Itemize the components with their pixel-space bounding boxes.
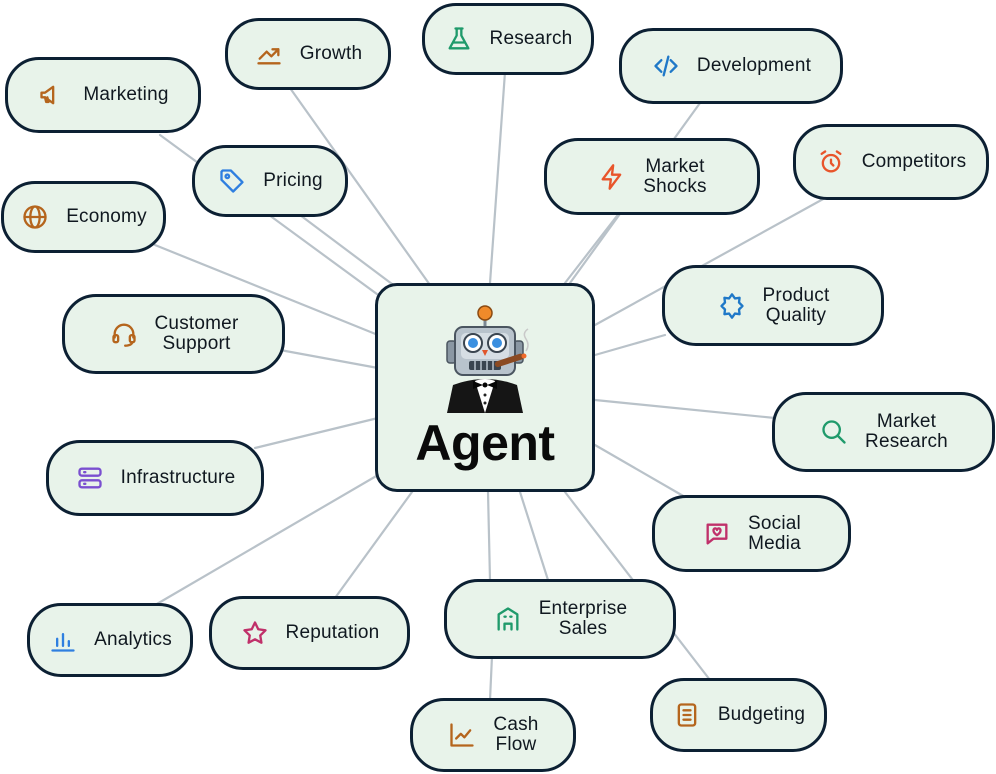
- link-reputation: [333, 490, 414, 600]
- alarm-clock-icon: [816, 147, 846, 177]
- link-research: [488, 70, 507, 285]
- node-marketing[interactable]: Marketing: [5, 57, 201, 133]
- node-label: Pricing: [263, 170, 323, 191]
- node-label: Marketing: [83, 84, 169, 105]
- tag-icon: [217, 166, 247, 196]
- node-label: Research: [489, 28, 573, 49]
- node-label: Enterprise Sales: [538, 598, 628, 639]
- line-chart-icon: [447, 720, 477, 750]
- link-market-research: [593, 398, 777, 420]
- node-social-media[interactable]: Social Media: [652, 495, 851, 572]
- link-customer-support: [278, 348, 380, 370]
- link-enterprise-sales-b: [518, 490, 550, 582]
- node-label: Reputation: [285, 622, 380, 643]
- node-budgeting[interactable]: Budgeting: [650, 678, 827, 752]
- node-enterprise-sales[interactable]: Enterprise Sales: [444, 579, 676, 659]
- node-infrastructure[interactable]: Infrastructure: [46, 440, 264, 516]
- search-icon: [819, 417, 849, 447]
- building-icon: [493, 604, 523, 634]
- trending-up-icon: [254, 39, 284, 69]
- server-icon: [75, 463, 105, 493]
- headset-icon: [109, 319, 139, 349]
- node-label: Social Media: [748, 512, 801, 554]
- link-enterprise-sales-a: [486, 490, 492, 582]
- link-growth: [288, 86, 432, 287]
- node-market-research[interactable]: Market Research: [772, 392, 995, 472]
- flask-icon: [444, 24, 474, 54]
- chat-heart-icon: [702, 519, 732, 549]
- node-economy[interactable]: Economy: [1, 181, 166, 253]
- node-label: Market Shocks: [643, 155, 707, 197]
- globe-icon: [20, 202, 50, 232]
- node-growth[interactable]: Growth: [225, 18, 391, 90]
- node-label: Market Research: [865, 411, 948, 452]
- link-product-quality: [593, 333, 667, 357]
- link-market-shocks: [563, 210, 622, 285]
- node-label: Product Quality: [762, 284, 830, 326]
- node-label: Growth: [299, 43, 363, 64]
- node-label: Economy: [66, 206, 147, 227]
- node-label: Development: [696, 55, 812, 76]
- node-customer-support[interactable]: Customer Support: [62, 294, 285, 374]
- code-icon: [651, 51, 681, 81]
- node-label: Analytics: [94, 629, 172, 650]
- agent-node[interactable]: Agent: [375, 283, 595, 492]
- node-label: Cash Flow: [493, 714, 539, 755]
- star-icon: [240, 618, 270, 648]
- link-analytics: [148, 466, 392, 610]
- node-label: Customer Support: [154, 313, 239, 354]
- link-social-media: [593, 443, 687, 499]
- node-competitors[interactable]: Competitors: [793, 124, 989, 200]
- robot-in-tuxedo-with-cigar-icon: [446, 305, 529, 413]
- node-pricing[interactable]: Pricing: [192, 145, 348, 217]
- node-reputation[interactable]: Reputation: [209, 596, 410, 670]
- node-product-quality[interactable]: Product Quality: [662, 265, 884, 346]
- node-analytics[interactable]: Analytics: [27, 603, 193, 677]
- node-research[interactable]: Research: [422, 3, 594, 75]
- link-competitors: [593, 196, 827, 327]
- star-badge-icon: [717, 291, 747, 321]
- node-development[interactable]: Development: [619, 28, 843, 104]
- node-label: Competitors: [861, 151, 967, 172]
- link-economy: [153, 243, 380, 337]
- ledger-icon: [672, 700, 702, 730]
- node-market-shocks[interactable]: Market Shocks: [544, 138, 760, 215]
- node-label: Infrastructure: [120, 467, 236, 488]
- node-label: Budgeting: [717, 704, 806, 725]
- megaphone-icon: [37, 80, 67, 110]
- link-pricing: [298, 213, 402, 292]
- link-infrastructure: [253, 416, 380, 450]
- bar-chart-icon: [48, 625, 78, 655]
- agent-title: Agent: [415, 415, 555, 471]
- link-cash-flow: [488, 654, 494, 702]
- lightning-icon: [597, 162, 627, 192]
- node-cash-flow[interactable]: Cash Flow: [410, 698, 576, 772]
